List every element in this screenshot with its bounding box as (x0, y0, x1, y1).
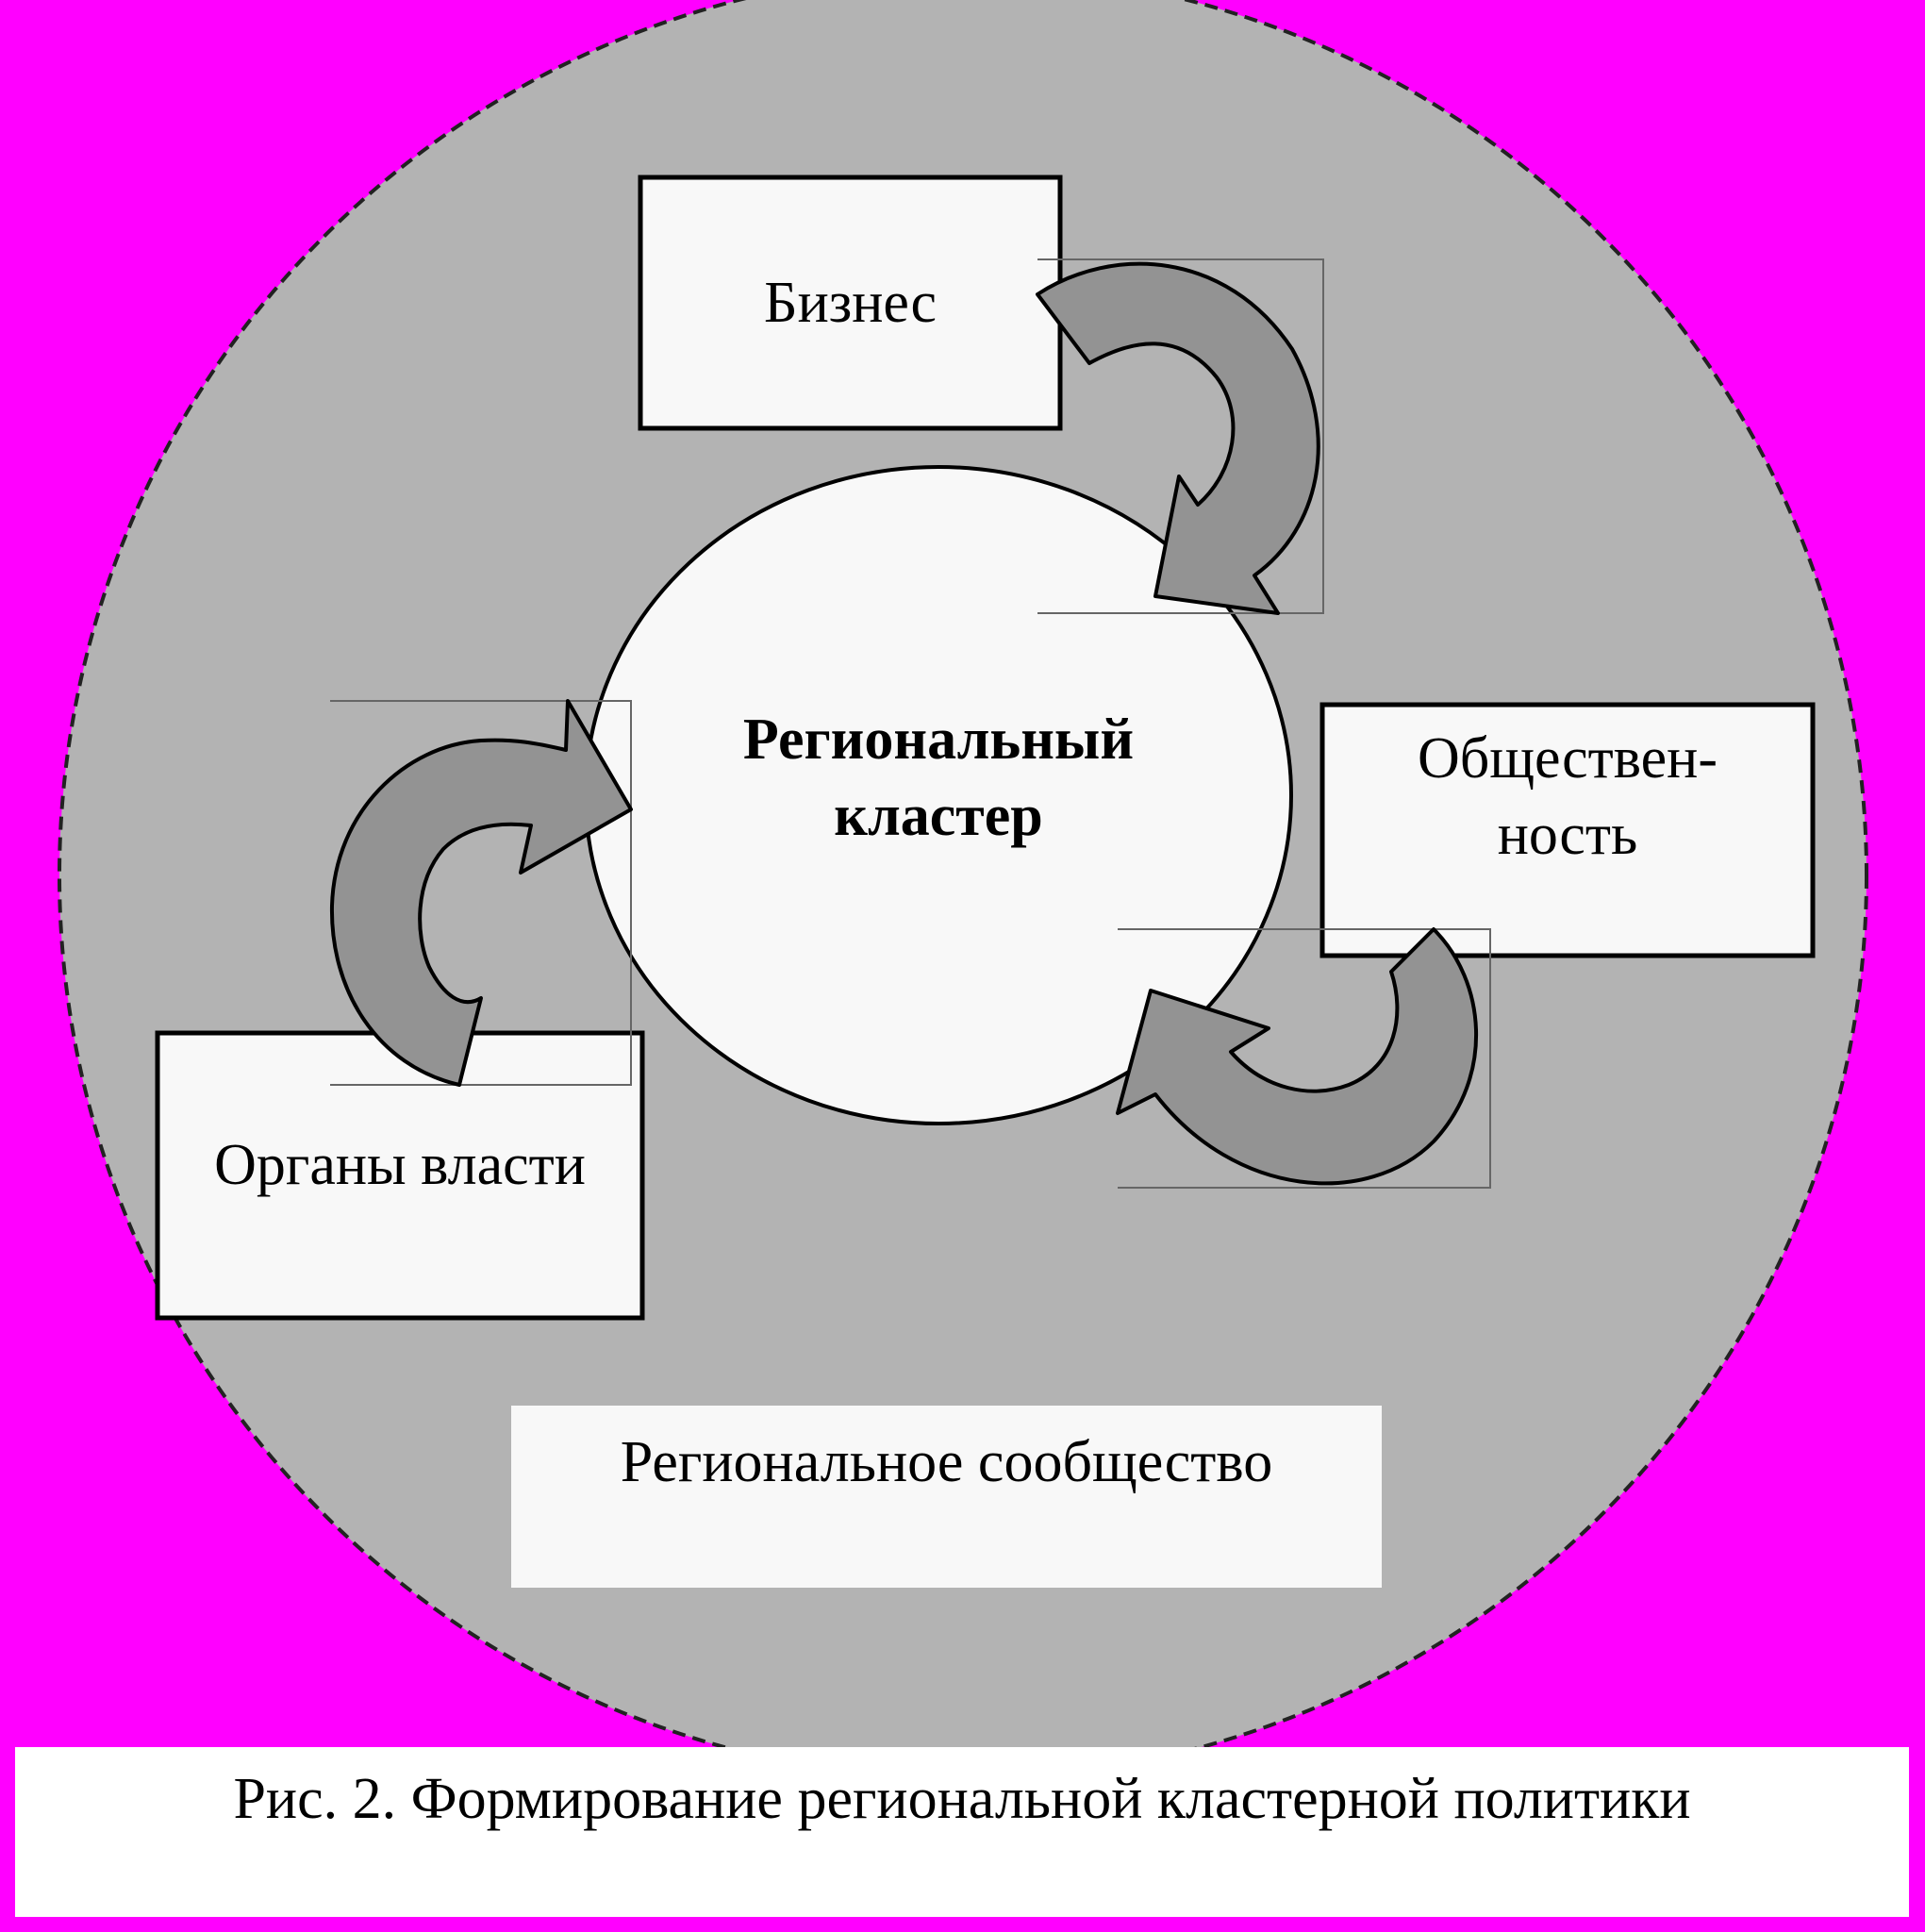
business-label: Бизнес (640, 177, 1060, 428)
regional-cluster-text-line2: кластер (834, 784, 1043, 848)
figure-caption: Рис. 2. Формирование региональной класте… (233, 1767, 1691, 1831)
public-text-line2: ность (1497, 803, 1638, 867)
arrow-frames (330, 258, 1491, 1189)
authorities-box (155, 1030, 645, 1321)
regional-community-label: Региональное сообщество (511, 1415, 1382, 1509)
regional-community-label-box (511, 1406, 1382, 1588)
figure-caption-box: Рис. 2. Формирование региональной класте… (15, 1747, 1909, 1917)
regional-cluster-text-line1: Региональный (742, 708, 1135, 773)
public-text-line1: Обществен- (1418, 726, 1718, 791)
regional-cluster-label: Региональный кластер (660, 698, 1217, 858)
authorities-label: Органы власти (158, 1108, 642, 1222)
public-label: Обществен- ность (1322, 722, 1813, 873)
curved-arrow-business-to-cluster (1036, 261, 1320, 615)
regional-community-text: Региональное сообщество (620, 1429, 1273, 1494)
curved-arrow-public-to-cluster (1116, 927, 1479, 1186)
curved-arrow-authorities-to-cluster (329, 699, 633, 1087)
authorities-text: Органы власти (214, 1132, 586, 1197)
public-box (1319, 702, 1816, 958)
business-box (638, 175, 1063, 431)
business-text: Бизнес (763, 270, 938, 335)
